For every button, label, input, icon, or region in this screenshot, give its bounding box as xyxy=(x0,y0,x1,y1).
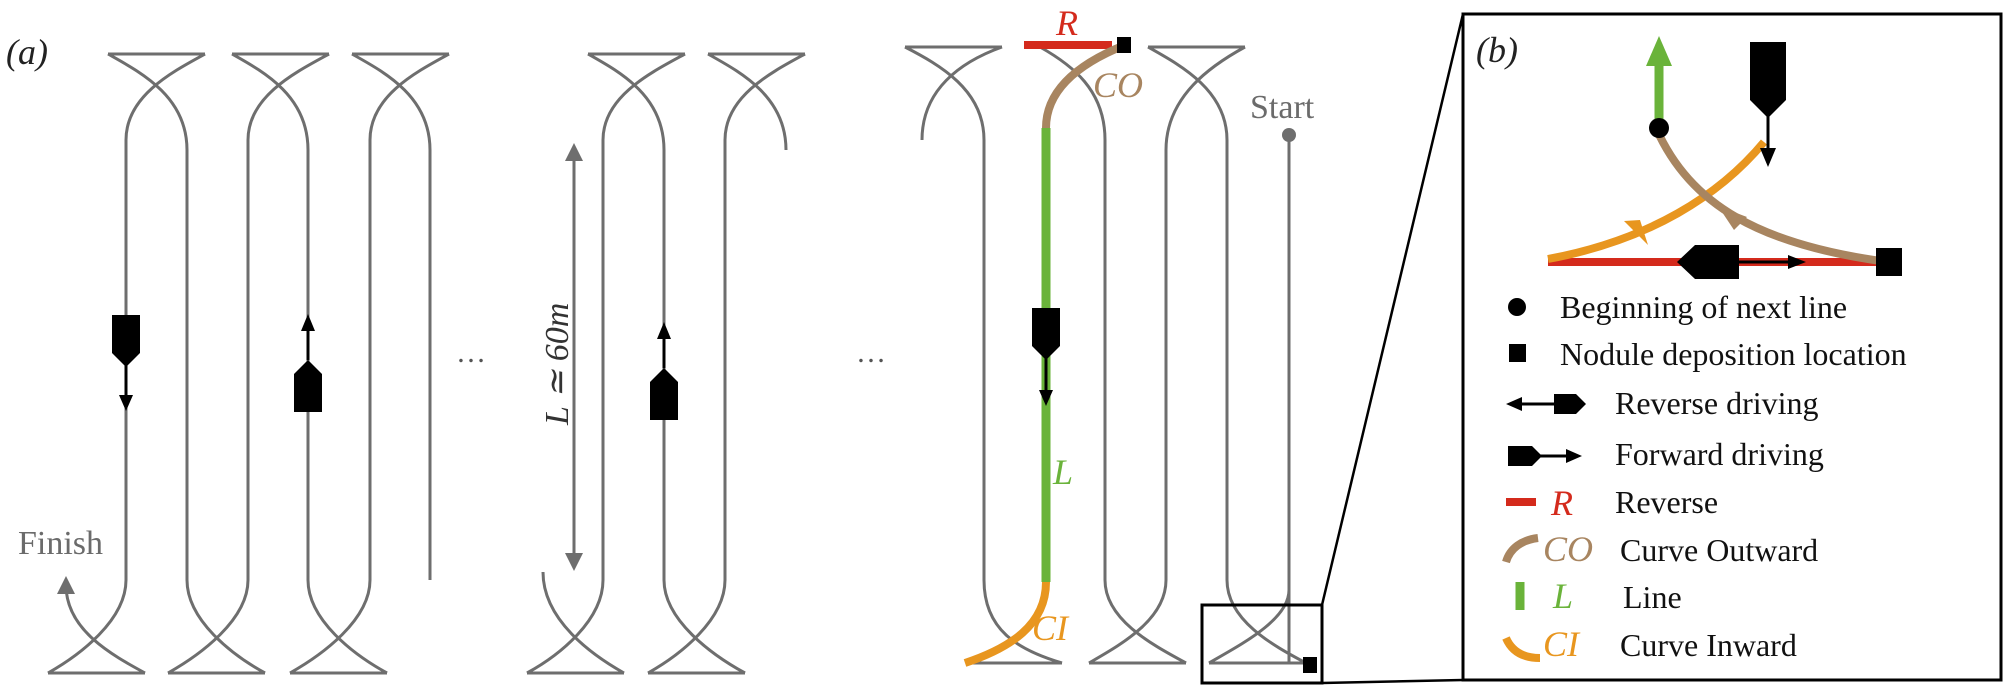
legend-text-7: Line xyxy=(1623,579,1682,615)
ellipsis-2: … xyxy=(856,336,886,369)
panel-a-label: (a) xyxy=(6,32,48,72)
beginning-next-line-icon xyxy=(1508,298,1526,316)
legend: Beginning of next line Nodule deposition… xyxy=(1502,289,1907,664)
curve-outward-swatch xyxy=(1502,534,1539,564)
legend-text-3: Reverse driving xyxy=(1615,385,1819,421)
next-line-start-icon xyxy=(1649,118,1669,138)
panel-b-label: (b) xyxy=(1476,30,1518,70)
nodule-marker-icon xyxy=(1117,37,1131,53)
nodule-marker-icon xyxy=(1303,657,1317,673)
vehicle-horizontal-zoom xyxy=(1677,245,1806,279)
zoom-region-box xyxy=(1200,603,1324,685)
zoom-connector-top xyxy=(1320,13,1465,606)
legend-text-2: Nodule deposition location xyxy=(1560,336,1907,372)
legend-symbol-r: R xyxy=(1550,483,1573,523)
label-line: L xyxy=(1052,452,1073,492)
reverse-driving-icon xyxy=(1506,394,1586,414)
curve-outward-segment xyxy=(1042,41,1127,129)
label-reverse: R xyxy=(1055,3,1078,43)
legend-text-5: Reverse xyxy=(1615,484,1718,520)
length-dimension: L ≃ 60m xyxy=(539,143,583,571)
vehicle-up-1 xyxy=(294,314,322,412)
legend-text-8: Curve Inward xyxy=(1620,627,1797,663)
ellipsis-1: … xyxy=(456,336,486,369)
nodule-marker-icon xyxy=(1876,248,1902,276)
curve-inward-segment xyxy=(963,581,1050,667)
legend-text-1: Beginning of next line xyxy=(1560,289,1847,325)
curve-inward-swatch xyxy=(1502,636,1541,662)
legend-symbol-co: CO xyxy=(1543,529,1593,569)
label-curve-inward: CI xyxy=(1032,608,1070,648)
label-curve-outward: CO xyxy=(1093,65,1143,105)
nodule-deposition-icon xyxy=(1509,344,1526,362)
path-group-left xyxy=(47,52,450,675)
vehicle-down-2 xyxy=(1032,308,1060,406)
legend-symbol-l: L xyxy=(1552,576,1573,616)
legend-text-6: Curve Outward xyxy=(1620,532,1818,568)
vehicle-up-2 xyxy=(650,322,678,420)
start-label: Start xyxy=(1250,89,1315,126)
panel-b-frame xyxy=(1461,12,2003,682)
coverage-path xyxy=(47,45,1307,675)
length-label: L ≃ 60m xyxy=(539,303,576,426)
vehicle-down-1 xyxy=(112,315,140,411)
vehicle-down-zoom xyxy=(1750,42,1786,167)
forward-driving-icon xyxy=(1508,446,1582,466)
legend-symbol-ci: CI xyxy=(1543,624,1581,664)
path-group-right xyxy=(904,45,1307,665)
finish-label: Finish xyxy=(18,525,103,562)
legend-text-4: Forward driving xyxy=(1615,436,1824,472)
zoom-connector-bottom xyxy=(1321,678,1464,685)
start-point-icon xyxy=(1282,128,1296,142)
